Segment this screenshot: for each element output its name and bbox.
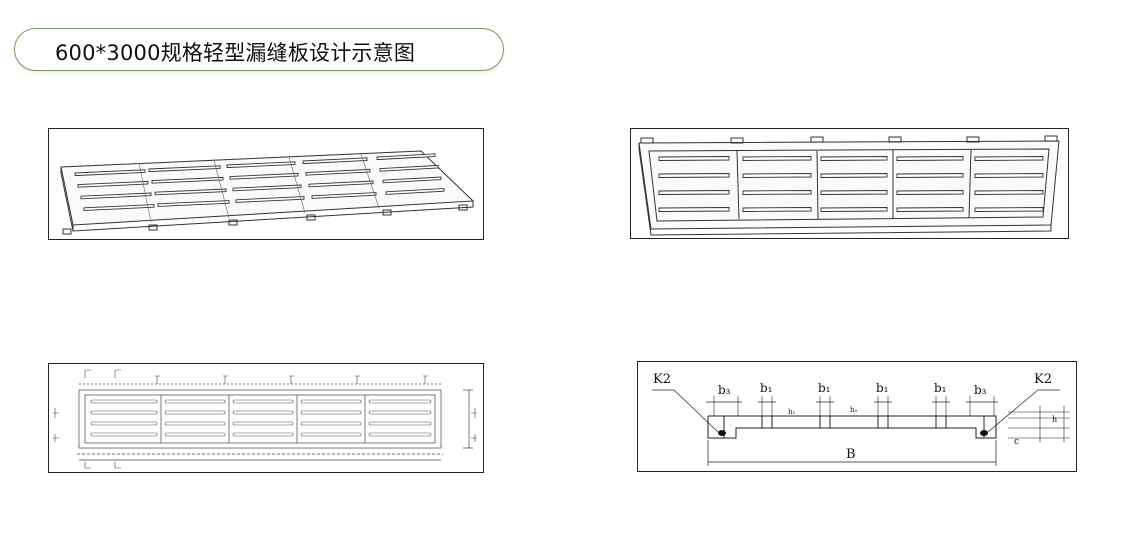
slat-slot: [742, 207, 812, 212]
rebar-k2-right: [980, 430, 988, 436]
label-b3-right: b₃: [974, 383, 987, 397]
slat-slot: [974, 156, 1044, 161]
slat-slot: [300, 410, 362, 415]
underside-view-drawing: [638, 135, 1060, 236]
slat-slot: [226, 161, 296, 169]
cross-section-drawing: K2 K2 b₃ b₁ b₁ b₁ b₁ b₃ B h₁ h₂ h c: [652, 372, 1070, 466]
plan-view-drawing: [53, 369, 477, 469]
slat-slot: [742, 173, 812, 178]
plan-view-panel: [48, 363, 484, 473]
slat-slot: [300, 432, 362, 437]
slat-slot: [148, 165, 221, 173]
slat-slot: [232, 410, 294, 415]
slat-slot: [974, 190, 1044, 195]
slat-slot: [164, 410, 226, 415]
slat-slot: [658, 156, 730, 161]
rebar-k2-left: [718, 430, 726, 436]
slat-slot: [151, 176, 224, 184]
slat-slot: [232, 399, 294, 404]
slat-slot: [164, 432, 226, 437]
slat-slot: [232, 184, 302, 192]
slat-slot: [80, 192, 152, 200]
slat-slot: [820, 173, 888, 178]
slat-slot: [83, 204, 155, 211]
slat-slot: [368, 432, 432, 437]
slat-slot: [229, 172, 299, 180]
slat-slot: [90, 399, 158, 404]
slat-slot: [157, 200, 230, 207]
slat-slot: [308, 180, 374, 188]
slat-slot: [820, 207, 888, 212]
slat-slot: [90, 410, 158, 415]
slat-slot: [164, 399, 226, 404]
underside-view-panel: [630, 128, 1069, 239]
slat-slot: [232, 432, 294, 437]
slat-slot: [379, 164, 439, 172]
slat-slot: [300, 399, 362, 404]
slat-slot: [658, 207, 730, 212]
slat-slot: [820, 190, 888, 195]
slat-slot: [90, 421, 158, 426]
slat-slot: [658, 190, 730, 195]
label-b3-left: b₃: [718, 383, 731, 397]
slat-slot: [742, 190, 812, 195]
slat-slot: [368, 399, 432, 404]
slat-slot: [376, 153, 436, 161]
label-c: c: [1014, 437, 1019, 447]
cross-section-panel: K2 K2 b₃ b₁ b₁ b₁ b₁ b₃ B h₁ h₂ h c: [637, 361, 1077, 472]
label-b1-b: b₁: [818, 381, 831, 395]
label-k2-left: K2: [653, 372, 671, 387]
title-banner: 600*3000规格轻型漏缝板设计示意图: [14, 28, 504, 71]
slat-slot: [232, 421, 294, 426]
slat-slot: [896, 190, 964, 195]
page-title: 600*3000规格轻型漏缝板设计示意图: [55, 41, 416, 65]
slat-slot: [974, 173, 1044, 178]
slat-slot: [90, 432, 158, 437]
slat-slot: [896, 156, 964, 161]
label-k2-right: K2: [1034, 372, 1052, 387]
label-width-b: B: [846, 447, 856, 462]
label-h1: h₁: [788, 408, 796, 416]
label-b1-c: b₁: [876, 381, 889, 395]
label-b1-d: b₁: [934, 381, 947, 395]
label-h: h: [1052, 415, 1057, 424]
slat-slot: [154, 188, 227, 196]
slat-slot: [300, 421, 362, 426]
slat-slot: [896, 173, 964, 178]
label-b1-a: b₁: [760, 381, 773, 395]
slat-slot: [368, 410, 432, 415]
slat-slot: [974, 207, 1044, 212]
slat-slot: [305, 168, 371, 176]
slat-slot: [311, 192, 377, 199]
slat-slot: [385, 188, 445, 195]
slat-slot: [74, 169, 146, 177]
perspective-view-panel: [48, 128, 484, 240]
slat-slot: [77, 180, 149, 188]
slat-slot: [235, 196, 305, 203]
perspective-view-drawing: [60, 150, 475, 235]
slat-slot: [382, 176, 442, 184]
slat-slot: [896, 207, 964, 212]
label-h2: h₂: [850, 406, 858, 414]
slat-slot: [820, 156, 888, 161]
slat-slot: [742, 156, 812, 161]
slat-slot: [302, 157, 368, 165]
slat-slot: [368, 421, 432, 426]
slat-slot: [658, 173, 730, 178]
slat-slot: [164, 421, 226, 426]
